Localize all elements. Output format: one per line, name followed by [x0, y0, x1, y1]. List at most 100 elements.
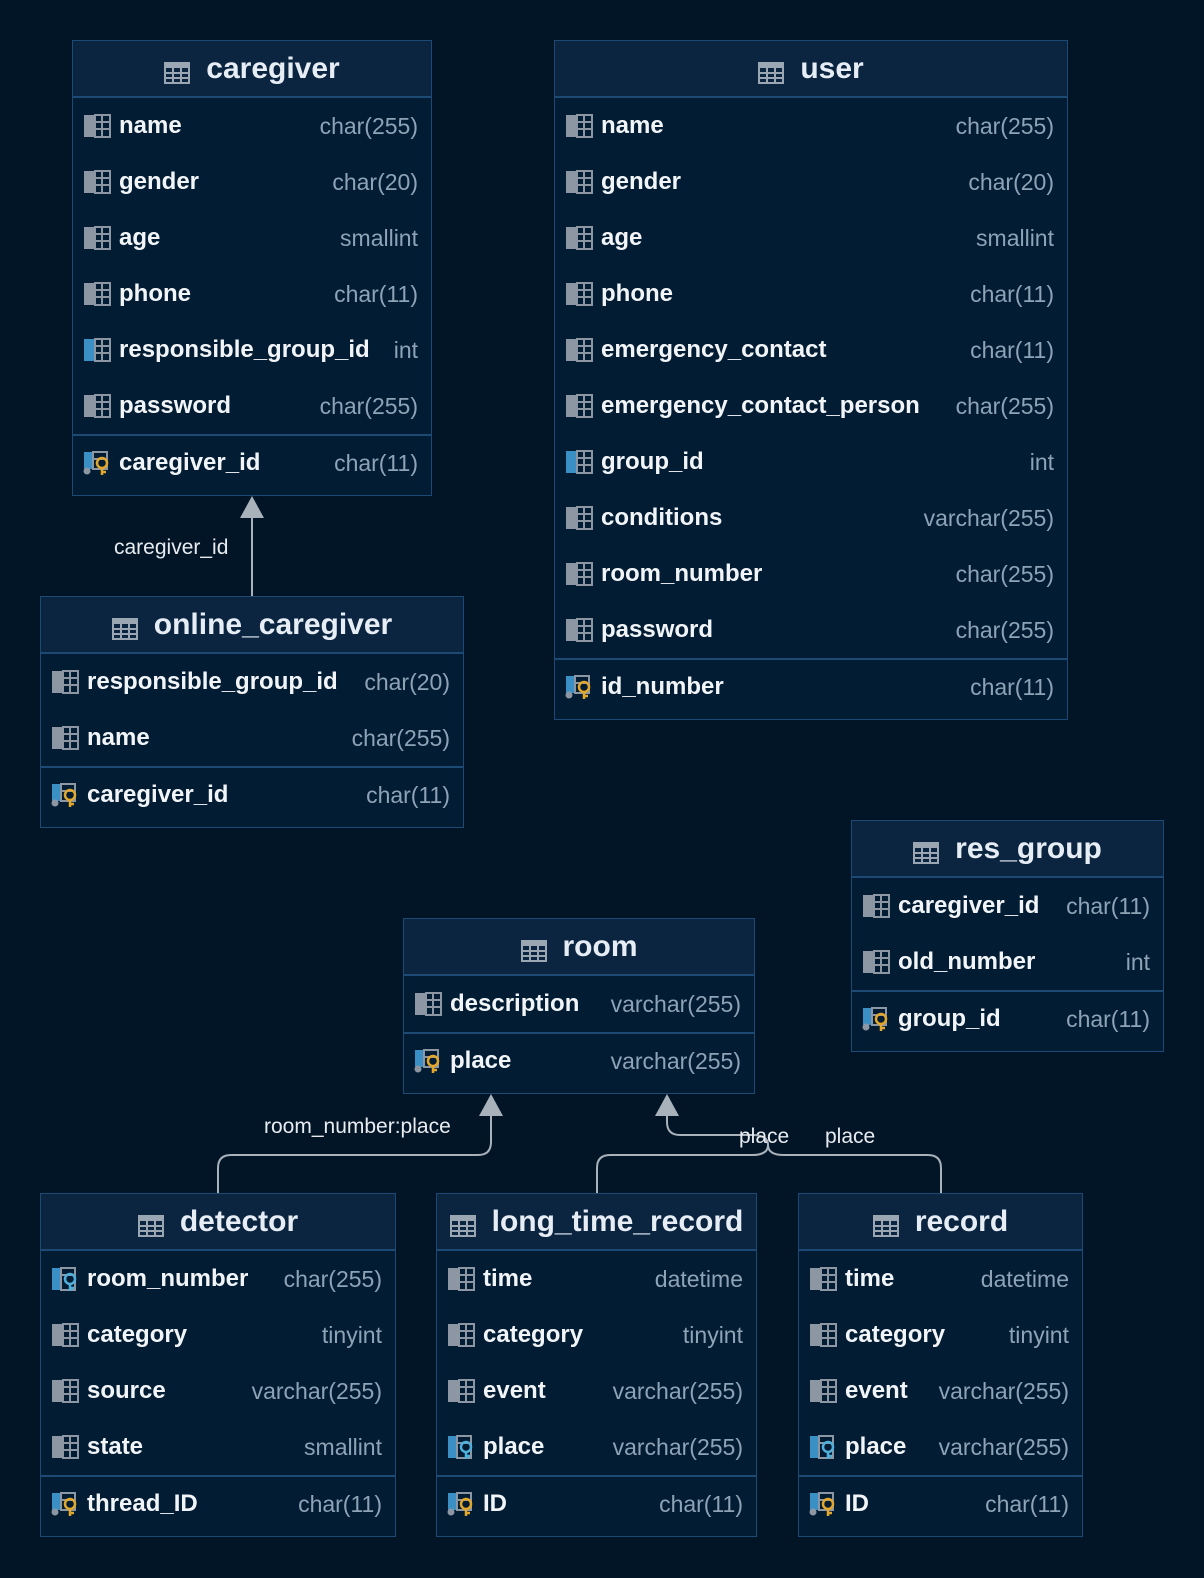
- field-name: group_id: [601, 448, 704, 475]
- field-type: char(255): [283, 1265, 382, 1292]
- column-icon: [447, 1267, 475, 1291]
- table-icon: [137, 1211, 164, 1237]
- relation-record-room[interactable]: [655, 1094, 942, 1193]
- table-header[interactable]: caregiver: [73, 41, 431, 98]
- field-name: responsible_group_id: [119, 336, 370, 363]
- primary-foreign-key-icon: [51, 783, 79, 807]
- field-type: char(255): [955, 616, 1054, 643]
- field-name: caregiver_id: [87, 781, 229, 808]
- column-icon: [83, 394, 111, 418]
- relation-online-caregiver-caregiver[interactable]: [240, 496, 264, 596]
- table-header[interactable]: online_caregiver: [41, 597, 463, 654]
- table-icon: [164, 58, 191, 84]
- field-row[interactable]: caregiver_id char(11): [852, 878, 1163, 934]
- column-icon: [447, 1379, 475, 1403]
- table-title: caregiver: [206, 51, 340, 85]
- table-header[interactable]: res_group: [852, 821, 1163, 878]
- column-icon: [565, 394, 593, 418]
- field-name: source: [87, 1377, 166, 1404]
- field-type: varchar(255): [923, 504, 1054, 531]
- table-header[interactable]: room: [404, 919, 754, 976]
- column-icon: [862, 950, 890, 974]
- primary-key-row[interactable]: thread_ID char(11): [41, 1475, 395, 1531]
- field-type: int: [1125, 948, 1150, 975]
- table-header[interactable]: record: [799, 1194, 1082, 1251]
- column-icon: [809, 1267, 837, 1291]
- field-name: name: [601, 112, 664, 139]
- column-icon: [51, 1435, 79, 1459]
- field-type: smallint: [340, 224, 418, 251]
- column-icon: [565, 338, 593, 362]
- field-type: char(11): [659, 1490, 743, 1517]
- field-name: caregiver_id: [898, 892, 1040, 919]
- field-name: emergency_contact: [601, 336, 827, 363]
- relation-long-time-record-room[interactable]: [596, 1144, 769, 1193]
- field-name: time: [845, 1265, 895, 1292]
- column-icon: [51, 1379, 79, 1403]
- foreign-key-icon: [809, 1435, 837, 1459]
- primary-key-icon: [809, 1492, 837, 1516]
- field-name: category: [845, 1321, 946, 1348]
- table-header[interactable]: detector: [41, 1194, 395, 1251]
- table-title: online_caregiver: [153, 607, 393, 641]
- column-icon: [565, 562, 593, 586]
- field-type: char(11): [1066, 892, 1150, 919]
- table-header[interactable]: user: [555, 41, 1067, 98]
- relation-detector-room[interactable]: [217, 1094, 503, 1193]
- field-type: char(11): [298, 1490, 382, 1517]
- field-type: varchar(255): [938, 1377, 1069, 1404]
- table-title: room: [562, 929, 638, 963]
- field-name: thread_ID: [87, 1490, 198, 1517]
- field-name: group_id: [898, 1005, 1001, 1032]
- table-header[interactable]: long_time_record: [437, 1194, 756, 1251]
- field-name: event: [483, 1377, 546, 1404]
